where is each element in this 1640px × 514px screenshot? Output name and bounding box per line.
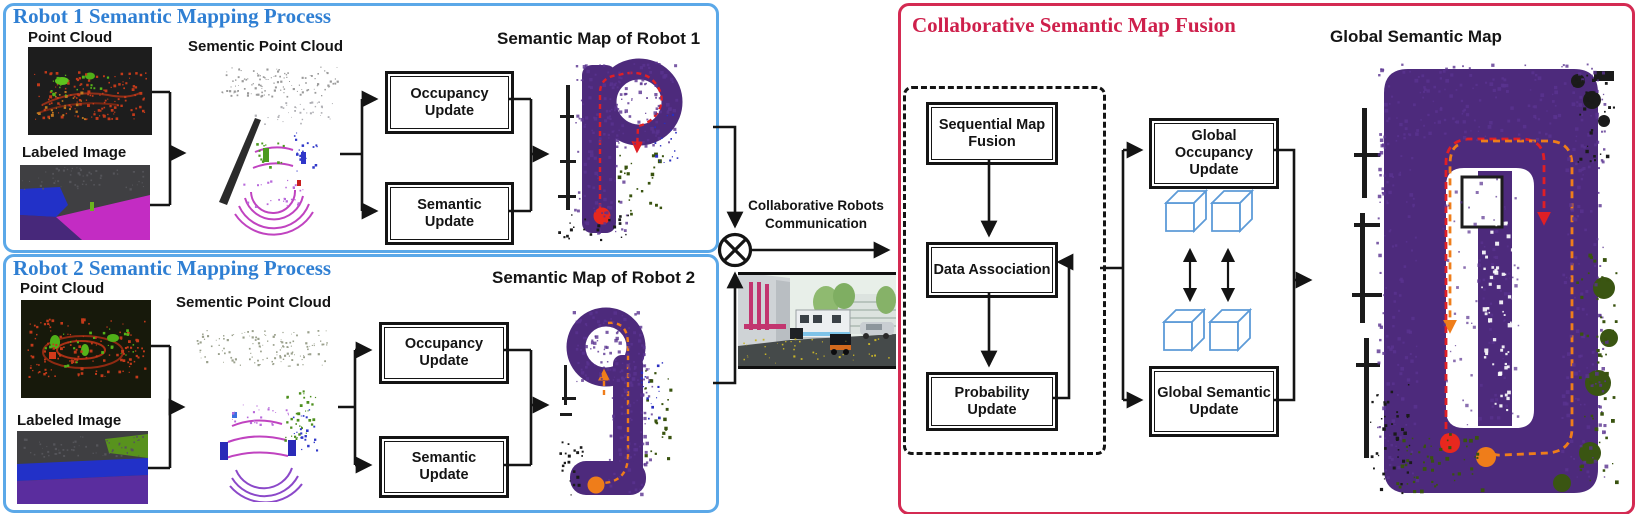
communication-label: Collaborative Robots Communication (748, 198, 884, 232)
robot1-labeled-image-label: Labeled Image (22, 144, 127, 161)
sequential-map-fusion-label: Sequential Map Fusion (938, 116, 1046, 150)
global-occupancy-update-label: Global Occupancy Update (1174, 128, 1254, 178)
robot2-point-cloud-image (21, 300, 151, 398)
robot1-semantic-update-box: Semantic Update (385, 182, 514, 245)
robot2-occupancy-update-label: Occupancy Update (404, 336, 484, 369)
robot1-point-cloud-image (28, 47, 152, 135)
global-semantic-update-label: Global Semantic Update (1157, 384, 1271, 418)
robot1-semantic-update-label: Semantic Update (417, 196, 482, 230)
robot2-labeled-image-label: Labeled Image (17, 412, 122, 429)
robot1-semantic-point-cloud-image (193, 60, 341, 240)
robot2-semantic-update-box: Semantic Update (379, 436, 509, 498)
robot1-semantic-map-image (556, 55, 683, 245)
robot1-panel-title: Robot 1 Semantic Mapping Process (13, 4, 332, 28)
robot1-semantic-point-cloud-label: Sementic Point Cloud (188, 38, 344, 55)
communication-node-icon (717, 232, 753, 268)
data-association-label: Data Association (933, 261, 1051, 278)
robot2-labeled-image (17, 431, 148, 504)
robot2-semantic-map-image (556, 305, 678, 502)
global-map-title: Global Semantic Map (1330, 27, 1502, 46)
simulation-scene-image (738, 272, 896, 369)
semantic-voxel-cube-icon (1161, 305, 1257, 363)
global-semantic-update-box: Global Semantic Update (1149, 366, 1279, 437)
robot2-panel-title: Robot 2 Semantic Mapping Process (13, 256, 332, 280)
probability-update-box: Probability Update (926, 372, 1058, 431)
robot2-occupancy-update-box: Occupancy Update (379, 322, 509, 384)
sequential-map-fusion-box: Sequential Map Fusion (926, 102, 1058, 165)
robot1-labeled-image (20, 165, 150, 240)
robot1-map-title: Semantic Map of Robot 1 (497, 29, 701, 48)
occupancy-voxel-cube-icon (1163, 186, 1259, 244)
global-semantic-map-image (1346, 53, 1629, 505)
robot1-point-cloud-label: Point Cloud (28, 29, 113, 46)
robot2-semantic-point-cloud-label: Sementic Point Cloud (176, 294, 332, 311)
fusion-panel-title: Collaborative Semantic Map Fusion (912, 13, 1236, 37)
probability-update-label: Probability Update (954, 384, 1030, 418)
global-occupancy-update-box: Global Occupancy Update (1149, 118, 1279, 189)
data-association-box: Data Association (926, 242, 1058, 298)
robot2-point-cloud-label: Point Cloud (20, 280, 105, 297)
robot1-occupancy-update-box: Occupancy Update (385, 71, 514, 134)
robot1-occupancy-update-label: Occupancy Update (410, 85, 489, 119)
robot2-map-title: Semantic Map of Robot 2 (492, 268, 696, 287)
robot2-semantic-update-label: Semantic Update (411, 450, 477, 483)
robot2-semantic-point-cloud-image (188, 324, 338, 502)
